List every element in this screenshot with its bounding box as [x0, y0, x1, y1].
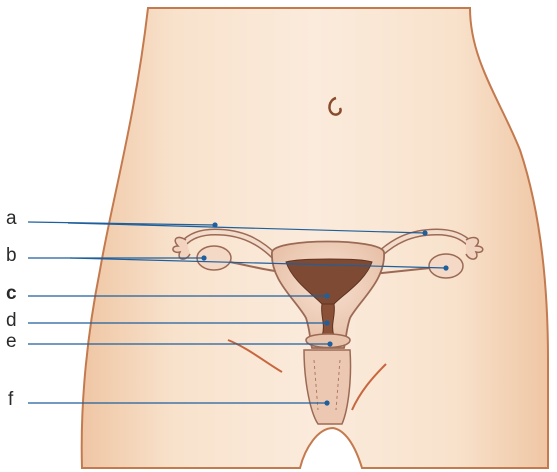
leader-dot-d [324, 320, 329, 325]
cervical-canal [322, 304, 335, 336]
label-b: b [6, 246, 17, 265]
label-d: d [6, 311, 17, 330]
leader-dot-f [324, 400, 329, 405]
leader-dot-b-left [201, 255, 206, 260]
leader-dot-a-right [422, 230, 427, 235]
leader-dot-a-left [212, 222, 217, 227]
leader-dot-b-right [443, 265, 448, 270]
label-c: c [6, 284, 17, 303]
label-e: e [6, 332, 17, 351]
label-f: f [8, 390, 13, 409]
leader-dot-c [324, 293, 329, 298]
label-a: a [6, 209, 17, 228]
leader-dot-e [327, 341, 332, 346]
